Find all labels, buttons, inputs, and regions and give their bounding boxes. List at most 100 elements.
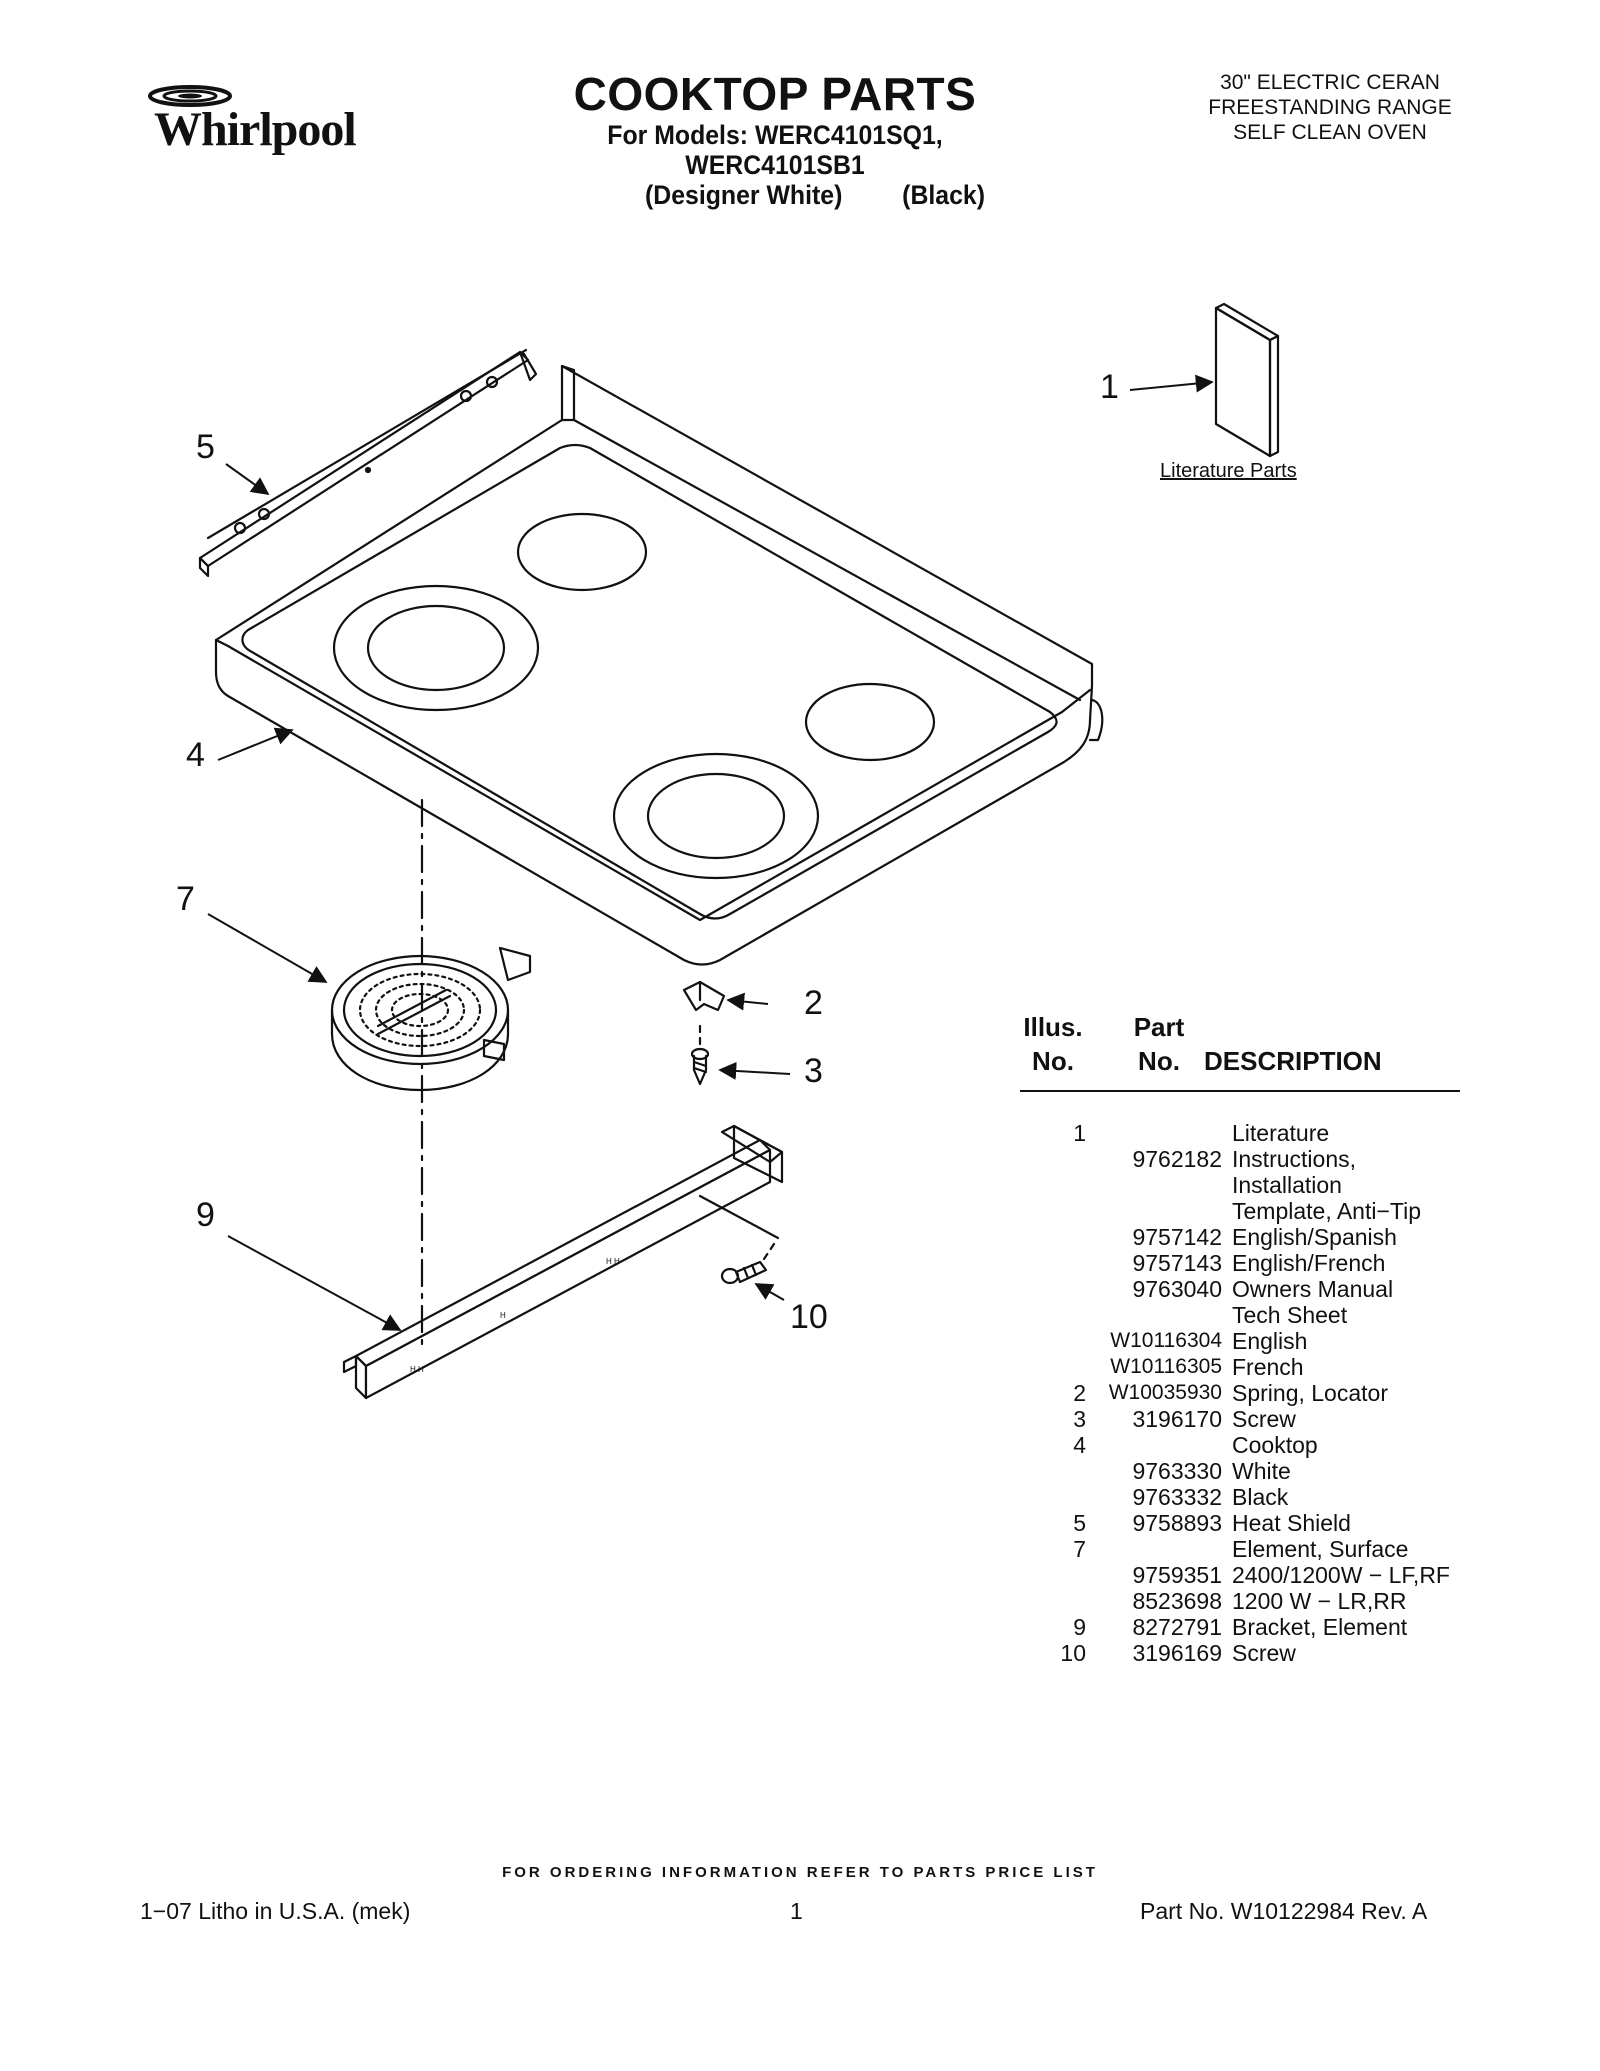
title-block: COOKTOP PARTS For Models: WERC4101SQ1, W… — [500, 68, 1050, 210]
cooktop — [214, 364, 1104, 966]
description: White — [1232, 1458, 1291, 1484]
part-no: 8272791 — [1132, 1614, 1222, 1640]
header-illus: Illus. — [1023, 1012, 1083, 1042]
callout-10: 10 — [790, 1298, 828, 1336]
part-no: 3196170 — [1132, 1406, 1222, 1432]
svg-text:H: H — [500, 1311, 506, 1320]
description: French — [1232, 1354, 1304, 1380]
table-row: W10116305 French — [1020, 1354, 1460, 1380]
callout-5: 5 — [196, 428, 215, 466]
literature-parts-label: Literature Parts — [1160, 460, 1297, 482]
illus-no: 4 — [1073, 1432, 1086, 1458]
illus-no: 10 — [1060, 1640, 1086, 1666]
page-title: COOKTOP PARTS — [573, 68, 977, 120]
part-no: W10035930 — [1108, 1381, 1222, 1404]
description: Heat Shield — [1232, 1510, 1351, 1536]
table-row: Installation — [1020, 1172, 1460, 1198]
illus-no: 7 — [1073, 1536, 1086, 1562]
part-no: W10116305 — [1110, 1355, 1222, 1378]
table-row: 9763330 White — [1020, 1458, 1460, 1484]
svg-text:H H: H H — [410, 1365, 424, 1374]
description: Installation — [1232, 1172, 1342, 1198]
ordering-note: FOR ORDERING INFORMATION REFER TO PARTS … — [502, 1864, 1098, 1881]
callout-3: 3 — [804, 1052, 823, 1090]
description: English/Spanish — [1232, 1224, 1397, 1250]
callout-3-arrow — [718, 1061, 791, 1080]
table-row: Tech Sheet — [1020, 1302, 1460, 1328]
description: Literature — [1232, 1120, 1330, 1146]
models-line: For Models: WERC4101SQ1, WERC4101SB1 — [607, 120, 943, 180]
part-no: 9763332 — [1132, 1484, 1222, 1510]
description: Tech Sheet — [1232, 1302, 1348, 1328]
part-no: 3196169 — [1132, 1640, 1222, 1666]
description: Spring, Locator — [1232, 1380, 1388, 1406]
table-row: 9762182 Instructions, — [1020, 1146, 1460, 1172]
header-part-no: No. — [1138, 1046, 1180, 1076]
part-no: 9763040 — [1132, 1276, 1222, 1302]
part-no: 9762182 — [1132, 1146, 1222, 1172]
illus-no: 2 — [1073, 1380, 1086, 1406]
table-row: 8523698 1200 W − LR,RR — [1020, 1588, 1460, 1614]
litho-info: 1−07 Litho in U.S.A. (mek) — [140, 1898, 411, 1924]
table-row: 1 Literature — [1020, 1120, 1460, 1146]
range-line: SELF CLEAN OVEN — [1233, 121, 1427, 144]
header-illus-no: No. — [1032, 1046, 1074, 1076]
logo-wordmark: Whirlpool — [154, 103, 357, 156]
description: Instructions, — [1232, 1146, 1356, 1172]
illus-no: 1 — [1073, 1120, 1086, 1146]
illus-no: 9 — [1073, 1614, 1086, 1640]
description: 1200 W − LR,RR — [1232, 1588, 1407, 1614]
callout-2-arrow — [726, 992, 769, 1011]
part-no: 9757142 — [1132, 1224, 1222, 1250]
parts-table: Illus. No. Part No. DESCRIPTION 1 Literat… — [1020, 1012, 1460, 1666]
parts-table-body: 1 Literature 9762182 Instructions, Install… — [1020, 1120, 1460, 1666]
callout-7: 7 — [176, 880, 195, 918]
range-description: 30" ELECTRIC CERAN FREESTANDING RANGE SE… — [1170, 70, 1490, 145]
table-row: 9757142 English/Spanish — [1020, 1224, 1460, 1250]
exploded-parts-diagram: H H H H H — [198, 302, 1280, 1400]
table-row: 9763332 Black — [1020, 1484, 1460, 1510]
description: Black — [1232, 1484, 1289, 1510]
description: Bracket, Element — [1232, 1614, 1408, 1640]
part-no: 9757143 — [1132, 1250, 1222, 1276]
part-no: 9758893 — [1132, 1510, 1222, 1536]
color-black-label: (Black) — [902, 180, 985, 210]
table-row: 2 W10035930 Spring, Locator — [1020, 1380, 1460, 1406]
callout-1-arrow — [1129, 374, 1214, 393]
part-no: 9763330 — [1132, 1458, 1222, 1484]
callout-4: 4 — [186, 736, 205, 774]
locator-spring — [682, 980, 726, 1012]
model-colors: (Designer White) (Black) — [599, 180, 1031, 210]
illus-no: 5 — [1073, 1510, 1086, 1536]
whirlpool-logo: Whirlpool — [140, 80, 380, 160]
color-white-label: (Designer White) — [644, 180, 843, 210]
table-row: 7 Element, Surface — [1020, 1536, 1460, 1562]
part-no: 8523698 — [1132, 1588, 1222, 1614]
part-no: 9759351 — [1132, 1562, 1222, 1588]
description: Element, Surface — [1232, 1536, 1409, 1562]
table-row: 9 8272791 Bracket, Element — [1020, 1614, 1460, 1640]
header-description: DESCRIPTION — [1204, 1046, 1382, 1076]
svg-text:H H: H H — [606, 1257, 620, 1266]
callout-9: 9 — [196, 1196, 215, 1234]
document-part-number: Part No. W10122984 Rev. A — [1140, 1898, 1428, 1924]
range-line: 30" ELECTRIC CERAN — [1220, 71, 1440, 94]
parts-table-header: Illus. No. Part No. DESCRIPTION — [1020, 1012, 1460, 1092]
table-row: 5 9758893 Heat Shield — [1020, 1510, 1460, 1536]
page-number: 1 — [790, 1898, 803, 1924]
part-no: W10116304 — [1110, 1329, 1222, 1352]
logo-swirl-icon — [148, 85, 232, 107]
screw-small — [690, 1024, 710, 1086]
callout-4-arrow — [217, 727, 294, 761]
description: Template, Anti−Tip — [1232, 1198, 1421, 1224]
screw-bracket — [720, 1242, 776, 1285]
description: Cooktop — [1232, 1432, 1318, 1458]
element-bracket: H H H H H — [342, 1124, 784, 1400]
range-line: FREESTANDING RANGE — [1208, 96, 1452, 119]
heat-shield — [198, 348, 538, 578]
illus-no: 3 — [1073, 1406, 1086, 1432]
callout-1: 1 — [1100, 368, 1119, 406]
